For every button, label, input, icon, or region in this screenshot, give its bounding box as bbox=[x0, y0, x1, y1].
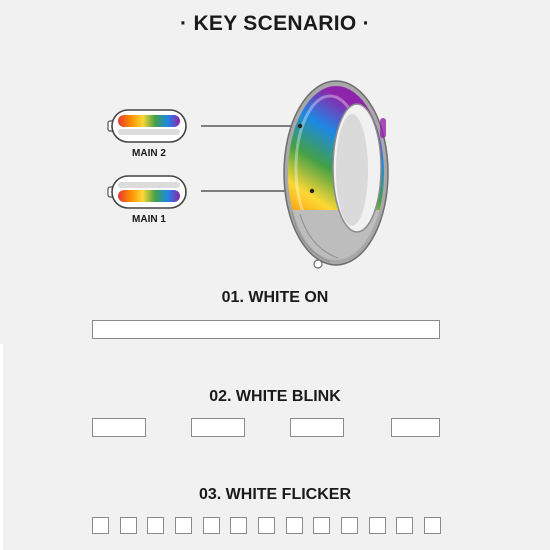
tire-ring bbox=[283, 80, 389, 269]
scenario-2-segment bbox=[391, 418, 440, 437]
scenario-1-segment bbox=[92, 320, 440, 339]
scenario-3-segment bbox=[368, 517, 386, 534]
scenario-2-segment bbox=[92, 418, 146, 437]
scenario-3-segment bbox=[396, 517, 414, 534]
scenario-2-segment bbox=[191, 418, 245, 437]
scenario-1-heading: 01. WHITE ON bbox=[221, 289, 329, 306]
scenario-3-segment bbox=[313, 517, 331, 534]
led-strip-main2-icon bbox=[107, 109, 187, 143]
main1-label: MAIN 1 bbox=[132, 214, 166, 225]
scenario-3-segment bbox=[341, 517, 358, 534]
scenario-3-segment bbox=[285, 517, 303, 534]
scenario-3-segment bbox=[258, 517, 275, 534]
scenario-2-segment bbox=[290, 418, 344, 437]
scenario-3-segment bbox=[119, 517, 137, 534]
scenario-3-segment bbox=[202, 517, 220, 534]
main2-label: MAIN 2 bbox=[132, 148, 166, 159]
scenario-2-heading: 02. WHITE BLINK bbox=[209, 388, 341, 405]
scenario-3-segment bbox=[230, 517, 248, 534]
scenario-3-segment bbox=[92, 517, 109, 534]
scenario-3-segment bbox=[424, 517, 441, 534]
scenario-3-segment bbox=[147, 517, 165, 534]
scenario-3-segment bbox=[175, 517, 192, 534]
scenario-3-heading: 03. WHITE FLICKER bbox=[198, 486, 351, 503]
panel-edge bbox=[0, 344, 3, 550]
page-title: · KEY SCENARIO · bbox=[180, 12, 370, 35]
led-strip-main1-icon bbox=[107, 175, 187, 209]
